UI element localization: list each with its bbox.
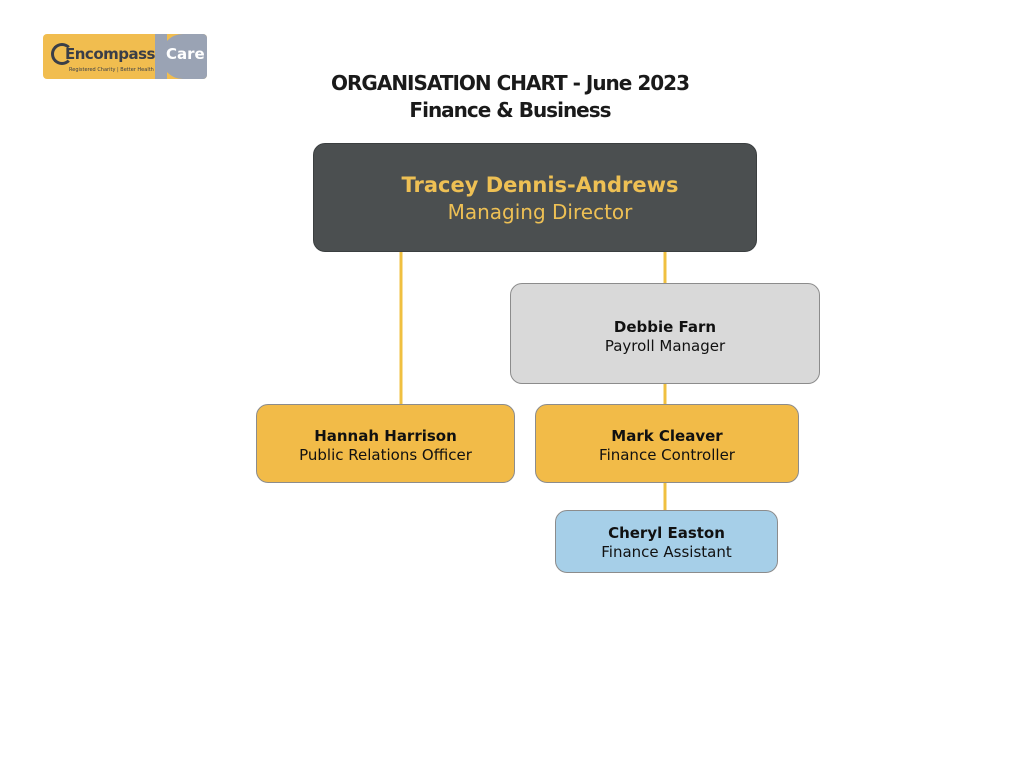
- person-role: Payroll Manager: [604, 337, 726, 355]
- pr-officer-box: Hannah Harrison Public Relations Officer: [256, 404, 515, 483]
- person-role: Finance Controller: [599, 446, 735, 464]
- managing-director-box: Tracey Dennis-Andrews Managing Director: [313, 143, 757, 252]
- person-name: Tracey Dennis-Andrews: [401, 173, 679, 197]
- person-name: Cheryl Easton: [608, 524, 725, 542]
- finance-controller-box: Mark Cleaver Finance Controller: [535, 404, 799, 483]
- logo-compass-mark: [51, 43, 73, 65]
- person-name: Mark Cleaver: [611, 427, 723, 445]
- person-name: Hannah Harrison: [314, 427, 457, 445]
- company-logo: Encompass Care Registered Charity | Bett…: [43, 34, 207, 79]
- person-name: Debbie Farn: [613, 318, 717, 336]
- payroll-manager-box: Debbie Farn Payroll Manager: [510, 283, 820, 384]
- logo-care-background: [155, 34, 207, 79]
- chart-title: ORGANISATION CHART - June 2023: [331, 71, 690, 95]
- finance-assistant-box: Cheryl Easton Finance Assistant: [555, 510, 778, 573]
- person-role: Public Relations Officer: [299, 446, 472, 464]
- logo-tagline: Registered Charity | Better Health: [69, 67, 154, 73]
- logo-wordmark: Encompass: [65, 45, 155, 63]
- person-role: Managing Director: [447, 200, 633, 224]
- logo-care-text: Care: [166, 45, 205, 63]
- chart-subtitle: Finance & Business: [409, 98, 611, 122]
- person-role: Finance Assistant: [601, 543, 732, 561]
